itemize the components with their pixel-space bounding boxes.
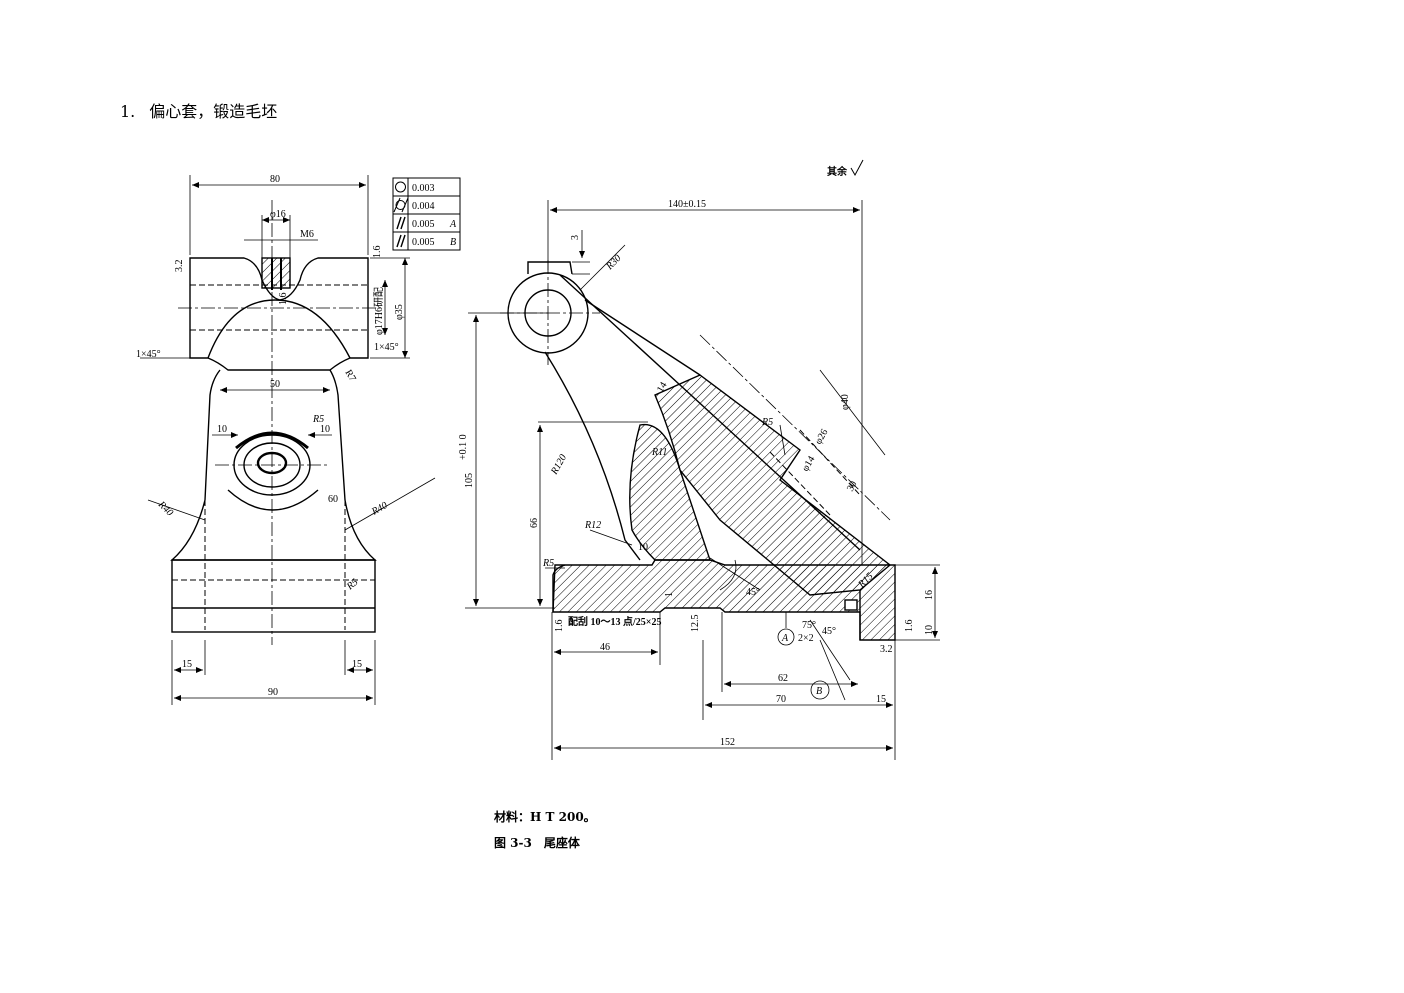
surface-finish-icon [850,159,864,177]
material-caption: 材料：H T 200。 [494,810,596,824]
dim-phi26: φ26 [813,427,830,446]
dim-r7: R7 [342,368,357,384]
ra-b: 12.5 [690,615,701,633]
dim-r120: R120 [549,453,570,478]
dim-45-small: 45° [822,626,836,637]
surface-note: 其余 [827,165,848,178]
tol-datum-3: A [449,219,457,230]
ra-c: 3.2 [880,644,893,655]
dim-phi14: φ14 [800,454,817,473]
dim-152: 152 [720,737,735,748]
datum-a-circle [777,628,795,646]
dim-1: 1 [664,592,675,597]
datum-b-circle [810,680,830,700]
document-heading: 1. 偏心套，锻造毛坯 [120,98,291,122]
dim-phi16: φ16 [270,209,286,220]
dim-r11: R11 [651,447,667,458]
dim-r30: R30 [604,253,624,273]
dim-phi40: φ40 [840,394,851,410]
dim-m6: M6 [300,229,314,240]
tolerance-frame [392,177,461,251]
dim-r5-base-side: R5 [542,558,554,569]
ra-right: 1.6 [372,246,383,259]
dim-r12: R12 [584,520,601,531]
dim-bore: φ17H6研配 [373,287,385,335]
datum-b-label: B [816,686,822,697]
heading-number: 1. [120,102,136,121]
front-view [170,200,380,645]
parallelism-icon [396,234,406,248]
front-base [171,559,376,633]
dim-140: 140±0.15 [668,199,706,210]
dim-45: 45° [746,587,760,598]
dim-3: 3 [570,235,581,240]
tol-value-1: 0.003 [412,183,435,194]
heading-text: 偏心套，锻造毛坯 [149,102,278,121]
dim-15-right: 15 [352,659,362,670]
dim-70: 70 [776,694,786,705]
tol-value-3: 0.005 [412,219,435,230]
dim-r5-inner: R5 [312,414,324,425]
dim-10-right: 10 [320,424,330,435]
dim-80: 80 [270,174,280,185]
dim-chamfer-2x2: 2×2 [798,633,814,644]
dim-chamfer-left: 1×45° [136,349,161,360]
side-dim-labels: 其余 140±0.15 3 R30 105 +0.1 0 R120 66 R11… [458,159,935,748]
dim-10-side: 10 [924,625,935,635]
front-thread-section [261,257,291,289]
dim-r5-top: R5 [761,417,773,428]
parallelism-icon [396,216,406,230]
circularity-icon [395,181,406,193]
dim-14: 14 [655,380,670,394]
dim-15-side: 15 [876,694,886,705]
ra-d: 1.6 [904,620,915,633]
cylindricity-icon [393,197,409,213]
dim-46: 46 [600,642,610,653]
side-web-section [629,423,711,561]
ra-left: 3.2 [174,260,185,273]
dim-60: 60 [328,494,338,505]
mating-note: 配刮 10～13 点/25×25 [568,615,661,628]
dim-50: 50 [270,379,280,390]
front-dimensions [140,175,436,705]
front-dim-labels: 80 φ16 M6 1×45° 1×45° φ17H6研配 φ35 50 R7 … [136,174,405,698]
dim-chamfer-right: 1×45° [374,342,399,353]
tol-datum-4: B [450,237,456,248]
tol-value-4: 0.005 [412,237,435,248]
dim-105: 105 [464,473,475,488]
dim-r5-base: R5 [344,577,360,593]
side-dimensions [465,200,940,760]
dim-16: 16 [924,590,935,600]
side-base-section [552,559,896,641]
dim-75deg: 75° [802,620,816,631]
tol-value-2: 0.004 [412,201,435,212]
datum-a-label: A [781,633,789,644]
dim-phi35: φ35 [394,304,405,320]
dim-r40-left: R40 [155,499,175,519]
dim-10-web: 10 [638,542,648,553]
dim-62: 62 [778,673,788,684]
ra-top: 1.6 [278,293,289,306]
dim-10-left: 10 [217,424,227,435]
dim-30: 30 [845,479,860,493]
dim-r40-right: R40 [369,500,389,518]
dim-105-tol: +0.1 0 [458,434,469,460]
dim-66: 66 [529,518,540,528]
figure-caption: 图 3-3 尾座体 [494,836,580,850]
ra-a: 1.6 [554,620,565,633]
dim-90: 90 [268,687,278,698]
front-arch [207,299,351,359]
side-view [500,260,896,641]
dim-15-left: 15 [182,659,192,670]
